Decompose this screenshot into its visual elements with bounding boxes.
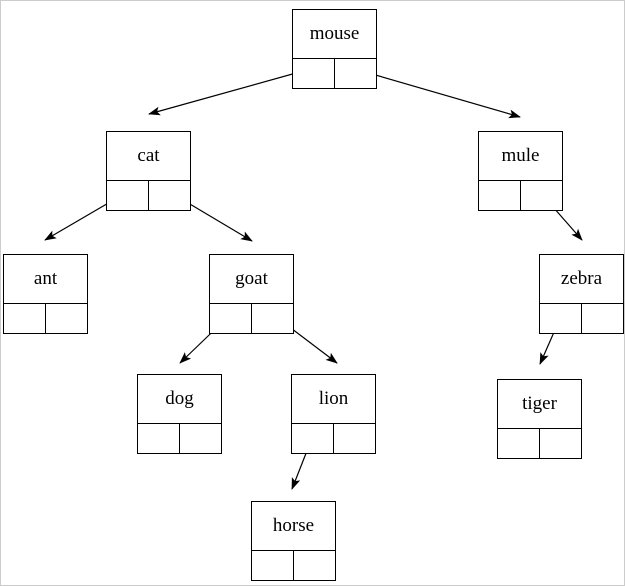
node-right-pointer-lion[interactable] (334, 424, 376, 453)
tree-node-mule[interactable]: mule (478, 131, 563, 211)
tree-node-dog[interactable]: dog (137, 374, 222, 454)
tree-node-zebra[interactable]: zebra (539, 254, 624, 334)
node-label-zebra: zebra (540, 255, 623, 304)
node-left-pointer-mouse[interactable] (293, 59, 335, 88)
node-left-pointer-tiger[interactable] (498, 429, 540, 458)
node-right-pointer-tiger[interactable] (540, 429, 582, 458)
node-label-horse: horse (252, 502, 335, 551)
edge-mouse-to-mule (354, 68, 521, 119)
node-label-goat: goat (210, 255, 293, 304)
node-left-pointer-mule[interactable] (479, 181, 521, 210)
node-label-mouse: mouse (293, 10, 376, 59)
tree-node-horse[interactable]: horse (251, 501, 336, 581)
node-right-pointer-mouse[interactable] (335, 59, 377, 88)
tree-node-lion[interactable]: lion (291, 374, 376, 454)
node-left-pointer-zebra[interactable] (540, 304, 582, 333)
tree-node-cat[interactable]: cat (106, 131, 191, 211)
node-left-pointer-dog[interactable] (138, 424, 180, 453)
node-right-pointer-horse[interactable] (294, 551, 336, 580)
tree-node-goat[interactable]: goat (209, 254, 294, 334)
node-pointer-row-tiger (498, 429, 581, 458)
node-label-tiger: tiger (498, 380, 581, 429)
node-left-pointer-goat[interactable] (210, 304, 252, 333)
node-pointer-row-cat (107, 181, 190, 210)
tree-node-ant[interactable]: ant (3, 254, 88, 334)
node-label-lion: lion (292, 375, 375, 424)
node-pointer-row-mule (479, 181, 562, 210)
node-right-pointer-goat[interactable] (252, 304, 294, 333)
node-pointer-row-horse (252, 551, 335, 580)
edge-mouse-to-cat (148, 67, 315, 116)
node-pointer-row-dog (138, 424, 221, 453)
tree-node-mouse[interactable]: mouse (292, 9, 377, 89)
node-label-cat: cat (107, 132, 190, 181)
node-right-pointer-cat[interactable] (149, 181, 191, 210)
node-label-dog: dog (138, 375, 221, 424)
node-left-pointer-ant[interactable] (4, 304, 46, 333)
node-pointer-row-ant (4, 304, 87, 333)
node-right-pointer-mule[interactable] (521, 181, 563, 210)
node-right-pointer-ant[interactable] (46, 304, 88, 333)
node-left-pointer-cat[interactable] (107, 181, 149, 210)
node-right-pointer-zebra[interactable] (582, 304, 624, 333)
node-pointer-row-mouse (293, 59, 376, 88)
node-label-ant: ant (4, 255, 87, 304)
node-pointer-row-lion (292, 424, 375, 453)
node-left-pointer-horse[interactable] (252, 551, 294, 580)
node-left-pointer-lion[interactable] (292, 424, 334, 453)
node-label-mule: mule (479, 132, 562, 181)
node-right-pointer-dog[interactable] (180, 424, 222, 453)
tree-node-tiger[interactable]: tiger (497, 379, 582, 459)
node-pointer-row-goat (210, 304, 293, 333)
node-pointer-row-zebra (540, 304, 623, 333)
